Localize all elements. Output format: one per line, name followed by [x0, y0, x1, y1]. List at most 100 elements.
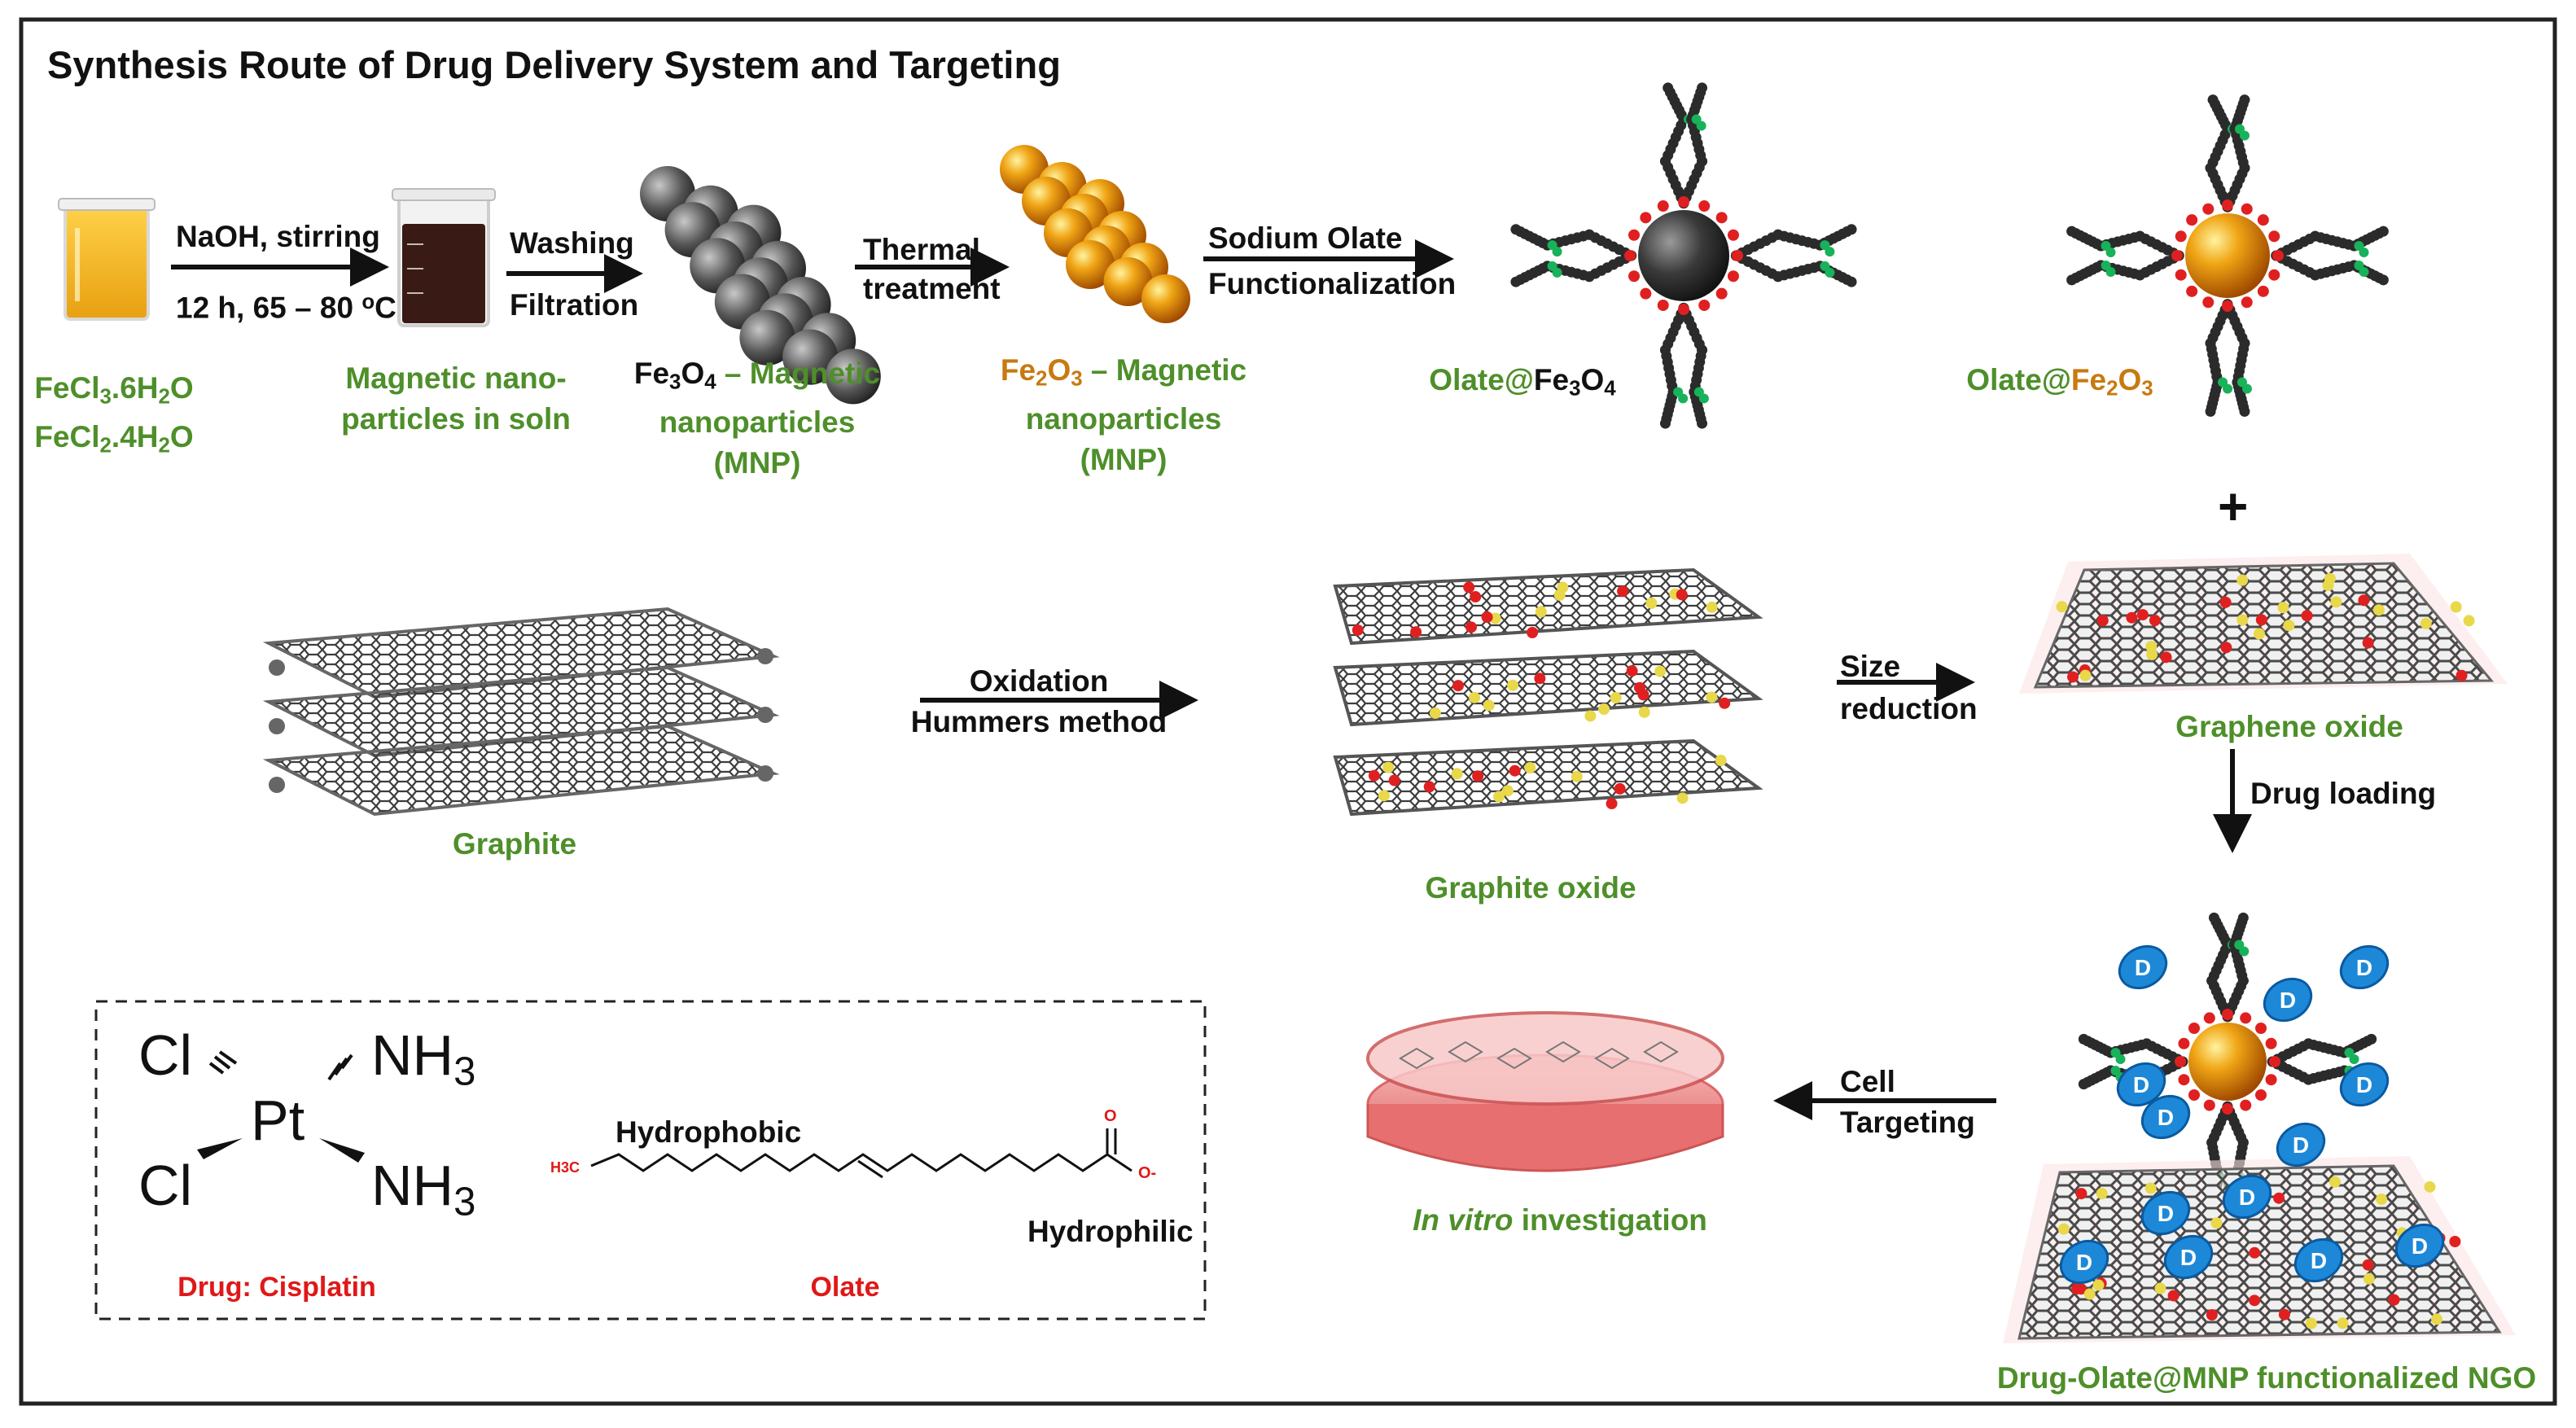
double-bond-atom: [2105, 247, 2116, 258]
drug-letter: D: [2280, 988, 2296, 1013]
functional-group: [1535, 606, 1547, 618]
chain-atom: [1846, 276, 1857, 287]
chain-atom: [1510, 224, 1522, 235]
drug-letter: D: [2158, 1201, 2174, 1226]
functional-group: [2330, 596, 2342, 608]
fe2o3-label: Fe2O3 – Magnetic nanoparticles (MNP): [1000, 353, 1247, 477]
functional-group: [2420, 617, 2432, 629]
functional-group: [2449, 1235, 2461, 1247]
functional-group: [2328, 1176, 2341, 1188]
double-bond-atom: [2349, 1053, 2359, 1064]
functional-group: [1492, 791, 1505, 803]
core-particle: [2185, 213, 2270, 298]
functional-group: [1534, 672, 1546, 685]
functional-group: [2220, 642, 2232, 654]
functional-group: [2254, 628, 2266, 640]
double-bond-atom: [2223, 383, 2233, 394]
step4-bottom: Functionalization: [1208, 267, 1457, 300]
oxygen-atom: [1628, 229, 1641, 241]
functional-group: [2305, 1317, 2317, 1329]
oxygen-atom: [1727, 270, 1739, 283]
double-bond-atom: [1696, 120, 1706, 131]
functional-group: [2322, 580, 2334, 592]
functional-group: [2255, 614, 2267, 626]
functional-group: [1614, 782, 1626, 795]
step1-bottom: 12 h, 65 – 80 oC: [176, 291, 396, 325]
chain-atom: [2078, 1033, 2089, 1045]
functional-group: [1676, 589, 1688, 601]
drug-marker: D: [2222, 1174, 2272, 1220]
oxygen-atom: [2269, 1056, 2280, 1067]
functional-group: [1706, 601, 1718, 613]
drug-letter: D: [2133, 1072, 2149, 1097]
double-bond-atom: [2239, 130, 2250, 141]
beaker-precursor: [58, 198, 156, 321]
oxygen-atom: [2178, 1074, 2190, 1086]
functional-group: [1382, 761, 1395, 773]
functional-group: [2463, 615, 2475, 627]
functional-group: [1617, 585, 1629, 598]
chain-atom: [2239, 94, 2250, 106]
oxygen-atom: [1678, 304, 1689, 315]
olate-ch3: H3C: [550, 1159, 580, 1176]
functional-group: [1571, 770, 1583, 782]
functional-group: [1410, 626, 1422, 638]
functional-group: [2249, 1294, 2261, 1307]
chain-atom: [1697, 82, 1708, 94]
functional-group: [1429, 707, 1441, 719]
olate-caption: Olate: [810, 1272, 880, 1303]
olate-o-top: O: [1104, 1107, 1117, 1125]
functional-group: [1507, 679, 1519, 691]
structures-box: [94, 1000, 1207, 1321]
functional-group: [1584, 710, 1597, 722]
functional-group: [1527, 627, 1539, 639]
oxygen-atom: [1657, 299, 1669, 311]
core-particle: [2188, 1023, 2267, 1101]
functional-group: [2337, 1317, 2349, 1329]
functional-group: [2075, 1188, 2088, 1200]
functional-group: [2372, 604, 2385, 616]
functional-group: [2057, 1223, 2070, 1235]
oxygen-atom: [2175, 269, 2187, 281]
functional-group: [2083, 1288, 2096, 1300]
olate-fe2o3-label: Olate@Fe2O3: [1966, 363, 2153, 401]
functional-group: [2079, 669, 2092, 681]
functional-group: [2149, 615, 2161, 627]
drug-marker: D: [2293, 1237, 2344, 1283]
cisplatin-bonds: [197, 1050, 365, 1163]
double-bond-atom: [1825, 267, 1835, 278]
chain-atom: [2207, 94, 2219, 106]
functional-group: [1606, 798, 1618, 810]
oxygen-atom: [1678, 196, 1689, 208]
functional-group: [2376, 1194, 2388, 1206]
functional-group: [2362, 1259, 2374, 1271]
functional-group: [2067, 671, 2079, 683]
oxygen-atom: [2175, 230, 2187, 243]
graphene-oxide-groups: [2056, 572, 2475, 683]
chain-atom: [2066, 226, 2078, 237]
double-bond-atom: [2241, 383, 2252, 394]
graphite-stack: [262, 607, 780, 817]
functional-group: [2206, 1309, 2218, 1321]
plus-sign: +: [2218, 477, 2249, 536]
hydrophilic-label: Hydrophilic: [1027, 1215, 1194, 1248]
functional-group: [2388, 1294, 2400, 1306]
oxygen-atom: [2202, 203, 2215, 215]
graphite-oxide-stack: [1333, 567, 1763, 817]
chain-atom: [2366, 1033, 2377, 1045]
oxygen-atom: [2203, 1012, 2215, 1024]
functional-group: [2273, 1192, 2285, 1204]
oxygen-atom: [2186, 214, 2198, 226]
double-bond-atom: [1678, 393, 1689, 404]
cisplatin-nh3-bottom: NH3: [371, 1154, 476, 1224]
functional-group: [2358, 594, 2370, 607]
oxygen-atom: [2222, 1103, 2233, 1115]
oxygen-atom: [1698, 299, 1711, 311]
drug-letter: D: [2158, 1105, 2174, 1130]
functional-group: [1388, 774, 1400, 786]
double-bond-atom: [2105, 266, 2116, 277]
step3-top: Thermal: [863, 233, 980, 266]
step3-bottom: treatment: [863, 272, 1001, 305]
cisplatin-caption: Drug: Cisplatin: [177, 1272, 376, 1303]
functional-group: [2283, 620, 2295, 632]
